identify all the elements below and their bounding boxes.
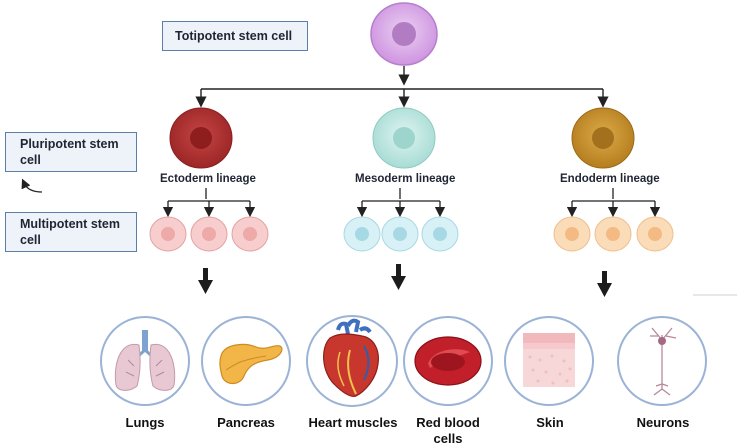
mesoderm-lineage-label: Mesoderm lineage [355, 173, 456, 185]
lungs-icon [114, 330, 176, 391]
red-blood-cell-icon [414, 336, 482, 386]
neuron-circle [617, 316, 707, 406]
output-label-heart: Heart muscles [308, 415, 398, 430]
curved-arrow-icon [21, 178, 43, 193]
ectoderm-lineage-label: Ectoderm lineage [160, 173, 256, 185]
multipotent-label: Multipotent stem cell [5, 212, 137, 252]
heart-icon [323, 318, 379, 397]
totipotent-cell-icon [370, 2, 438, 66]
pluripotent-label: Pluripotent stem cell [5, 132, 137, 172]
rbc-circle [403, 316, 493, 406]
pancreas-circle [201, 316, 291, 406]
ectoderm-cell-icon [169, 107, 233, 169]
ectoderm-multipotent-cells [149, 216, 269, 252]
skin-icon [523, 333, 575, 387]
mesoderm-cell-icon [372, 107, 436, 169]
output-label-lungs: Lungs [125, 415, 165, 430]
endoderm-lineage-label: Endoderm lineage [560, 173, 660, 185]
endoderm-cell-icon [571, 107, 635, 169]
pluripotent-label-text: Pluripotent stem cell [20, 137, 119, 167]
mesoderm-multipotent-cells [343, 216, 459, 252]
bold-arrows [198, 264, 612, 297]
lungs-circle [100, 316, 190, 406]
totipotent-label: Totipotent stem cell [162, 21, 308, 51]
neuron-icon [650, 327, 677, 396]
branch-lines [195, 66, 609, 108]
totipotent-label-text: Totipotent stem cell [175, 29, 293, 43]
sub-branch-lines [162, 188, 661, 218]
endoderm-multipotent-cells [553, 216, 674, 252]
output-label-rbc: Red blood cells [416, 415, 480, 446]
output-label-neurons: Neurons [636, 415, 690, 430]
output-label-pancreas: Pancreas [217, 415, 275, 430]
multipotent-label-text: Multipotent stem cell [20, 217, 120, 247]
skin-circle [504, 316, 594, 406]
output-label-skin: Skin [536, 415, 564, 430]
heart-circle [306, 315, 398, 407]
pancreas-icon [219, 343, 283, 385]
